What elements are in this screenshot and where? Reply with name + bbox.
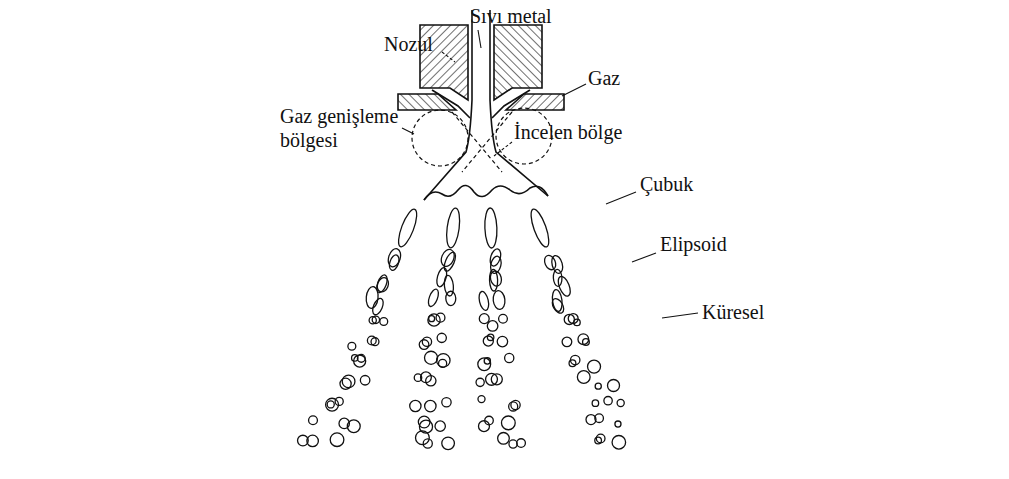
- spherical-droplet: [419, 340, 429, 350]
- ellipsoid-droplet: [556, 275, 573, 298]
- ellipsoid-droplet: [395, 207, 420, 249]
- spherical-droplet: [604, 397, 612, 405]
- ellipsoid-droplet: [445, 207, 462, 248]
- spherical-droplet: [342, 375, 355, 388]
- spherical-droplet: [437, 333, 446, 342]
- spherical-droplet: [487, 321, 498, 332]
- ellipsoid-droplet: [386, 247, 403, 268]
- spherical-droplet: [487, 334, 493, 340]
- ellipsoid-droplet: [435, 267, 449, 288]
- part-label: İncelen bölge: [514, 120, 654, 144]
- spherical-droplet: [583, 339, 590, 346]
- spherical-droplet: [298, 435, 309, 446]
- spherical-droplet: [439, 359, 447, 367]
- spherical-droplet: [339, 418, 349, 428]
- spherical-droplet: [497, 336, 507, 346]
- ellipsoid-droplet: [489, 269, 498, 291]
- spherical-droplet: [505, 353, 514, 362]
- spherical-droplet: [425, 351, 438, 364]
- spherical-droplet: [335, 397, 343, 405]
- spherical-droplet: [570, 355, 579, 364]
- part-label: Gaz: [588, 66, 648, 90]
- ellipsoid-droplet: [542, 254, 558, 272]
- melt-stream: [424, 100, 548, 200]
- spherical-droplet: [586, 415, 596, 425]
- ellipsoid-droplet: [371, 297, 386, 316]
- spherical-droplet: [608, 379, 620, 391]
- spherical-droplet: [562, 337, 572, 347]
- spherical-droplet: [418, 416, 430, 428]
- spherical-droplet: [499, 314, 508, 323]
- ellipsoid-droplet: [426, 288, 440, 308]
- spherical-droplet: [369, 317, 376, 324]
- spherical-droplet: [327, 401, 334, 408]
- part-label: Nozul: [384, 32, 454, 56]
- ellipsoid-droplet: [528, 207, 553, 249]
- spherical-droplet: [348, 342, 356, 350]
- ellipsoid-droplet: [488, 248, 502, 268]
- spherical-droplet: [612, 436, 626, 450]
- spherical-droplet: [410, 400, 421, 411]
- spherical-droplet: [416, 431, 430, 445]
- ellipsoid-droplet: [553, 269, 562, 286]
- spherical-droplet: [479, 314, 489, 324]
- ellipsoid-droplet: [484, 208, 498, 248]
- part-label: Çubuk: [640, 172, 720, 196]
- spherical-droplet: [509, 440, 517, 448]
- spherical-droplet: [423, 439, 432, 448]
- spherical-droplet: [476, 378, 484, 386]
- spherical-droplet: [483, 336, 493, 346]
- ellipsoid-droplet: [492, 290, 506, 310]
- ellipsoid-droplet: [477, 291, 490, 312]
- spherical-droplet: [592, 400, 599, 407]
- spherical-droplet: [596, 434, 605, 443]
- spherical-droplet: [498, 432, 510, 444]
- ellipsoid-droplet: [439, 247, 457, 268]
- spherical-droplet: [326, 398, 339, 411]
- spherical-droplet: [437, 354, 450, 367]
- spherical-droplet: [330, 433, 344, 447]
- spherical-droplet: [428, 314, 440, 326]
- part-label: Gaz genişleme bölgesi: [280, 104, 408, 152]
- spherical-droplet: [309, 416, 318, 425]
- spherical-droplet: [595, 383, 601, 389]
- spherical-droplet: [357, 354, 365, 362]
- spherical-droplet: [422, 337, 431, 346]
- part-label: Elipsoid: [660, 232, 760, 256]
- spherical-droplet: [442, 437, 455, 450]
- ellipsoid-droplet: [365, 286, 379, 309]
- spherical-droplet: [578, 334, 589, 345]
- spherical-droplet: [478, 358, 491, 371]
- spherical-droplet: [588, 360, 601, 373]
- ellipsoid-droplet: [443, 275, 454, 296]
- droplets: [298, 207, 626, 450]
- ellipsoid-droplet: [550, 254, 565, 274]
- spherical-droplet: [426, 376, 436, 386]
- spherical-droplet: [478, 396, 485, 403]
- spherical-droplet: [615, 421, 621, 427]
- spherical-droplet: [352, 355, 358, 361]
- ellipsoid-droplet: [446, 291, 456, 306]
- spherical-droplet: [425, 400, 436, 411]
- part-label: Sıvı metal: [470, 4, 580, 28]
- spherical-droplet: [511, 400, 520, 409]
- ellipsoid-droplet: [442, 251, 458, 273]
- spherical-droplet: [380, 318, 388, 326]
- spherical-droplet: [429, 316, 435, 322]
- ellipsoid-droplet: [551, 289, 563, 312]
- part-label: Küresel: [702, 300, 802, 324]
- spherical-droplet: [442, 398, 451, 407]
- spherical-droplet: [435, 421, 445, 431]
- spherical-droplet: [617, 399, 624, 406]
- spherical-droplet: [371, 338, 379, 346]
- spherical-droplet: [564, 314, 574, 324]
- spherical-droplet: [501, 416, 515, 430]
- spherical-droplet: [360, 375, 370, 385]
- spherical-droplet: [577, 371, 590, 384]
- spherical-droplet: [478, 421, 489, 432]
- spherical-droplet: [491, 374, 502, 385]
- spherical-droplet: [517, 439, 526, 448]
